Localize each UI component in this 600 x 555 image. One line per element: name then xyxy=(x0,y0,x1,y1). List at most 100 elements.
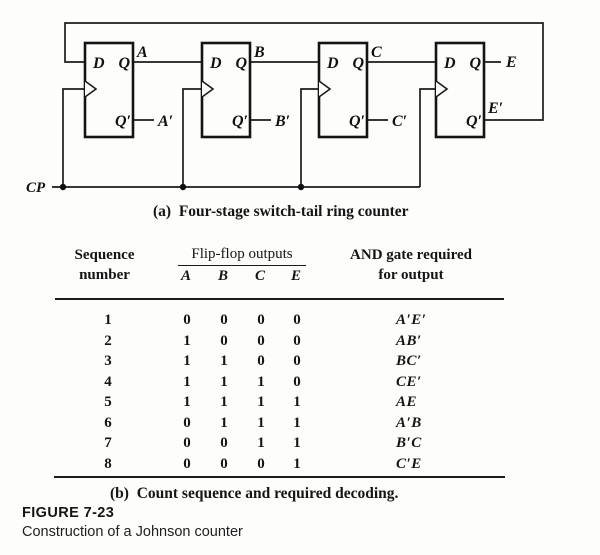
clock-drop-1 xyxy=(62,88,85,187)
gate-term-cell: CE′ xyxy=(396,373,422,390)
bit-c-cell: 1 xyxy=(257,373,265,390)
output-e-complement-label: E′ xyxy=(487,100,503,117)
bit-c-cell: 0 xyxy=(257,332,265,349)
bit-a-cell: 1 xyxy=(183,373,191,390)
clock-triangle-icon xyxy=(84,80,98,98)
bit-a-cell: 1 xyxy=(183,332,191,349)
ring-counter-circuit-diagram: D Q Q′ A A′ D Q Q′ B B′ D Q Q′ C C′ xyxy=(26,22,544,196)
clock-drop-2 xyxy=(182,88,202,187)
bit-a-cell: 0 xyxy=(183,414,191,431)
bit-e-cell: 0 xyxy=(293,353,301,369)
junction-dot-2 xyxy=(179,183,187,191)
flipflop-outputs-header: Flip-flop outputs xyxy=(178,245,306,266)
flipflop-1-box xyxy=(83,41,135,139)
and-gate-header-line1: AND gate required xyxy=(350,247,472,263)
bit-b-cell: 1 xyxy=(220,373,228,390)
sequence-cell: 6 xyxy=(104,414,112,431)
bit-a-cell: 0 xyxy=(183,455,191,472)
column-e-header: E xyxy=(290,268,301,284)
feedback-wire xyxy=(64,22,544,121)
sequence-header-line1: Sequence xyxy=(74,247,135,263)
figure-caption: Construction of a Johnson counter xyxy=(22,524,243,540)
flipflop-4-q-label: Q xyxy=(469,55,481,72)
bit-e-cell: 0 xyxy=(293,373,301,390)
bit-b-cell: 0 xyxy=(220,435,228,451)
figure-number: FIGURE 7-23 xyxy=(22,505,115,521)
output-e-label: E xyxy=(505,54,517,71)
bit-e-cell: 1 xyxy=(293,455,301,472)
table-row-1: 1 0 0 0 0 A′E′ xyxy=(0,310,600,331)
bit-e-cell: 0 xyxy=(293,332,301,349)
and-gate-header-line2: for output xyxy=(378,267,444,283)
output-a-complement-label: A′ xyxy=(157,113,173,130)
output-c-label: C xyxy=(371,44,382,61)
bit-a-cell: 1 xyxy=(183,353,191,369)
table-header-rule xyxy=(55,298,504,300)
column-b-header: B xyxy=(217,268,228,284)
bit-e-cell: 1 xyxy=(293,414,301,431)
table-row-4: 4 1 1 1 0 CE′ xyxy=(0,372,600,393)
table-row-5: 5 1 1 1 1 AE xyxy=(0,392,600,413)
flipflop-3-d-label: D xyxy=(326,55,339,72)
sequence-cell: 2 xyxy=(104,332,112,349)
flipflop-1-q-label: Q xyxy=(118,55,130,72)
clock-triangle-icon xyxy=(435,80,449,98)
flipflop-1-d-label: D xyxy=(92,55,105,72)
bit-b-cell: 0 xyxy=(220,455,228,472)
flipflop-2-qprime-label: Q′ xyxy=(232,113,248,130)
table-bottom-rule xyxy=(54,476,505,478)
count-sequence-table: 1 0 0 0 0 A′E′ 2 1 0 0 0 AB′ 3 1 1 0 0 B… xyxy=(0,310,600,474)
bit-c-cell: 1 xyxy=(257,394,265,410)
junction-dot-1 xyxy=(59,183,67,191)
and-gate-header: AND gate required for output xyxy=(330,245,492,285)
table-row-7: 7 0 0 1 1 B′C xyxy=(0,433,600,454)
junction-dot-3 xyxy=(297,183,305,191)
output-b-complement-label: B′ xyxy=(274,113,290,130)
clock-drop-3 xyxy=(300,88,319,187)
table-caption: (b) Count sequence and required decoding… xyxy=(110,485,399,502)
table-row-6: 6 0 1 1 1 A′B xyxy=(0,413,600,434)
sequence-cell: 8 xyxy=(104,455,112,472)
gate-term-cell: AE xyxy=(396,394,418,410)
flipflop-4: D Q Q′ E E′ xyxy=(434,41,517,139)
bit-c-cell: 0 xyxy=(257,455,265,472)
clock-drop-4 xyxy=(419,88,436,187)
flipflop-2-d-label: D xyxy=(209,55,222,72)
flipflop-1: D Q Q′ A A′ xyxy=(83,41,173,139)
gate-term-cell: B′C xyxy=(396,435,422,451)
bit-a-cell: 1 xyxy=(183,394,191,410)
flipflop-4-qprime-label: Q′ xyxy=(466,113,482,130)
sequence-header-line2: number xyxy=(79,267,130,283)
flipflop-2-q-label: Q xyxy=(235,55,247,72)
output-b-label: B xyxy=(253,44,265,61)
output-c-complement-label: C′ xyxy=(392,113,407,130)
table-row-2: 2 1 0 0 0 AB′ xyxy=(0,331,600,352)
sequence-number-header: Sequence number xyxy=(57,245,152,285)
flipflop-3-qprime-label: Q′ xyxy=(349,113,365,130)
sequence-cell: 3 xyxy=(104,353,112,369)
table-row-3: 3 1 1 0 0 BC′ xyxy=(0,351,600,372)
clock-pulse-label: CP xyxy=(26,180,46,196)
gate-term-cell: A′B xyxy=(396,414,422,431)
sequence-cell: 4 xyxy=(104,373,112,390)
bit-b-cell: 1 xyxy=(220,394,228,410)
flipflop-4-d-label: D xyxy=(443,55,456,72)
bit-e-cell: 0 xyxy=(293,312,301,328)
bit-b-cell: 1 xyxy=(220,414,228,431)
output-a-label: A xyxy=(136,44,148,61)
bit-c-cell: 1 xyxy=(257,435,265,451)
gate-term-cell: A′E′ xyxy=(396,312,427,328)
bit-a-cell: 0 xyxy=(183,435,191,451)
bit-c-cell: 0 xyxy=(257,312,265,328)
bit-e-cell: 1 xyxy=(293,435,301,451)
bit-c-cell: 1 xyxy=(257,414,265,431)
flipflop-1-qprime-label: Q′ xyxy=(115,113,131,130)
circuit-caption: (a) Four-stage switch-tail ring counter xyxy=(153,203,409,220)
sequence-cell: 7 xyxy=(104,435,112,451)
bit-b-cell: 1 xyxy=(220,353,228,369)
bit-e-cell: 1 xyxy=(293,394,301,410)
gate-term-cell: C′E xyxy=(396,455,422,472)
bit-c-cell: 0 xyxy=(257,353,265,369)
bit-b-cell: 0 xyxy=(220,312,228,328)
bit-a-cell: 0 xyxy=(183,312,191,328)
